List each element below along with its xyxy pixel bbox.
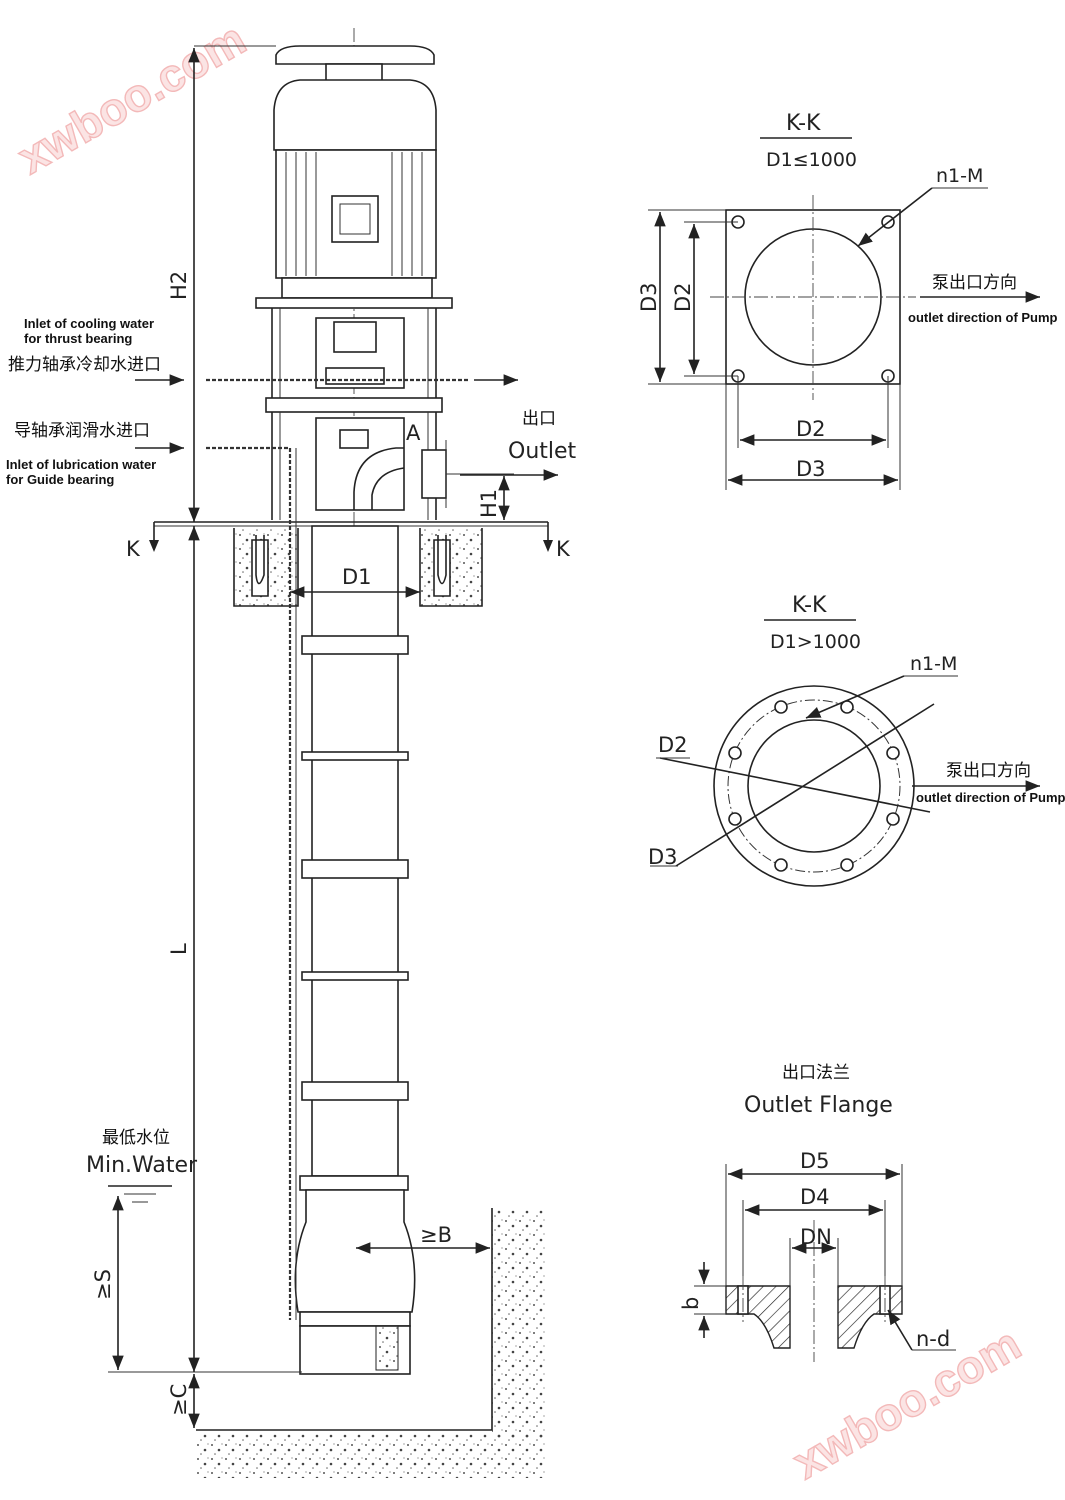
motor-fins xyxy=(285,152,423,276)
min-water-en: Min.Water xyxy=(86,1153,198,1178)
flange-label-nd: n-d xyxy=(916,1327,950,1351)
outlet-label-cn: 出口 xyxy=(522,409,556,429)
flange-title-cn: 出口法兰 xyxy=(782,1063,850,1083)
flange-label-d5: D5 xyxy=(800,1149,830,1173)
main-elevation-view: H2 L H1 D1 A K K ≥S ≥C ≥B 出口 Outlet Inle… xyxy=(6,28,577,1478)
watermark-text-bottom: xwboo.com xyxy=(784,1317,1029,1489)
label-c: ≥C xyxy=(167,1384,191,1416)
square-condition: D1≤1000 xyxy=(766,149,857,171)
round-label-bolt: n1-M xyxy=(910,653,957,675)
guide-inlet-en-2: for Guide bearing xyxy=(6,472,114,487)
round-bolt-circle xyxy=(727,699,901,873)
flange-left-half xyxy=(725,1285,791,1349)
column-pipe xyxy=(311,525,399,1177)
square-label-d2-h: D2 xyxy=(796,417,826,441)
motor-body xyxy=(273,79,437,151)
square-direction-en: outlet direction of Pump xyxy=(908,310,1058,325)
column-flanges xyxy=(299,635,409,1191)
min-water-cn: 最低水位 xyxy=(102,1128,170,1148)
sump-floor xyxy=(196,1432,546,1478)
outlet-label-en: Outlet xyxy=(508,439,577,464)
square-label-d3-h: D3 xyxy=(796,457,826,481)
round-dim-d3 xyxy=(675,703,935,867)
foundation-right xyxy=(420,528,482,606)
section-kk-round: K-K D1>1000 D2 D3 n1-M 泵出口方向 outlet dire… xyxy=(648,593,1065,887)
label-d1: D1 xyxy=(342,565,372,589)
suction-bell xyxy=(299,1311,411,1327)
round-direction-en: outlet direction of Pump xyxy=(916,790,1065,805)
guide-inlet-en-1: Inlet of lubrication water xyxy=(6,457,156,472)
anchor-bolt-right xyxy=(437,535,447,585)
label-h2: H2 xyxy=(167,271,191,300)
anchor-bolt-left xyxy=(255,535,265,585)
flange-label-d4: D4 xyxy=(800,1185,830,1209)
flange-label-dn: DN xyxy=(800,1225,832,1249)
thrust-inlet-cn: 推力轴承冷却水进口 xyxy=(8,355,161,375)
square-label-d3-v: D3 xyxy=(637,282,661,312)
label-a: A xyxy=(406,421,421,445)
thrust-bearing-plate xyxy=(255,297,453,309)
round-condition: D1>1000 xyxy=(770,631,861,653)
label-k-right: K xyxy=(556,537,571,561)
section-kk-square: K-K D1≤1000 D3 D2 D2 D3 xyxy=(637,111,1058,490)
guide-inlet-cn: 导轴承润滑水进口 xyxy=(14,421,150,441)
sump-wall-right xyxy=(492,1208,546,1438)
square-bolt-leader xyxy=(857,187,933,247)
watermark-top: xwboo.com xyxy=(8,11,255,184)
outlet-flange-detail: 出口法兰 Outlet Flange D5 D4 DN b n-d xyxy=(679,1063,956,1362)
pump-bowl xyxy=(294,1189,416,1313)
round-label-d2: D2 xyxy=(658,733,688,757)
watermark-bottom: xwboo.com xyxy=(783,1316,1030,1489)
square-label-d2-v: D2 xyxy=(671,282,695,312)
round-title: K-K xyxy=(792,593,827,618)
round-bore xyxy=(747,719,881,853)
flange-title-en: Outlet Flange xyxy=(744,1093,893,1118)
strainer xyxy=(375,1325,399,1371)
square-label-bolt: n1-M xyxy=(936,165,983,187)
square-direction-cn: 泵出口方向 xyxy=(932,273,1017,293)
thrust-inlet-en-2: for thrust bearing xyxy=(24,331,132,346)
round-dim-d2 xyxy=(659,757,931,813)
round-label-d3: D3 xyxy=(648,845,678,869)
frame-mid-plate xyxy=(265,397,443,413)
flange-label-b: b xyxy=(679,1297,703,1310)
label-s: ≥S xyxy=(91,1269,115,1300)
outlet-flange-side xyxy=(421,449,447,499)
coupling xyxy=(333,321,377,353)
motor-base-flange xyxy=(281,277,433,299)
square-title: K-K xyxy=(786,111,821,136)
round-bolt-leader xyxy=(805,675,905,719)
thrust-inlet-en-1: Inlet of cooling water xyxy=(24,316,154,331)
label-k-left: K xyxy=(126,537,141,561)
motor-terminal-box xyxy=(331,195,379,243)
round-direction-cn: 泵出口方向 xyxy=(946,761,1031,781)
sump-outline xyxy=(196,1208,493,1431)
watermark-text-top: xwboo.com xyxy=(9,12,254,184)
label-h1: H1 xyxy=(477,489,501,518)
round-bolt-holes xyxy=(728,700,900,872)
motor-top-cap xyxy=(275,45,435,65)
label-l: L xyxy=(167,943,191,955)
discharge-elbow xyxy=(353,447,405,510)
label-b: ≥B xyxy=(420,1223,452,1247)
flange-nd-leader xyxy=(887,1309,913,1351)
